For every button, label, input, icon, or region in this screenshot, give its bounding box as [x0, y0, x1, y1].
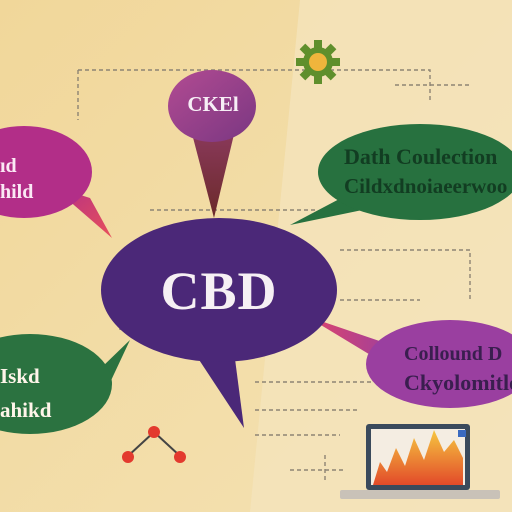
left-bottom-bubble-label-line2: ahikd — [0, 398, 52, 422]
left-top-bubble — [0, 126, 92, 218]
right-bottom-bubble-label-line1: Collound D — [404, 343, 503, 365]
right-bottom-bubble-label-line2: Ckyolomitle — [404, 370, 512, 395]
left-top-bubble-label-line1: ıd — [0, 155, 17, 177]
laptop-chart-icon — [340, 424, 500, 499]
molecule-icon — [122, 426, 186, 463]
left-top-bubble-label-line2: hild — [0, 181, 34, 203]
right-top-bubble-label-line2: Cildxdnoiaeerwoo — [344, 174, 508, 198]
right-top-bubble — [318, 124, 512, 220]
right-top-bubble-label-line1: Dath Coulection — [344, 144, 498, 169]
top-bubble-tail — [190, 126, 236, 218]
left-bottom-bubble — [0, 334, 112, 434]
left-bottom-bubble-label-line1: Iskd — [0, 364, 40, 388]
right-bottom-bubble — [366, 320, 512, 408]
top-bubble-label: CKEl — [187, 92, 239, 116]
center-bubble-label: CBD — [160, 261, 278, 321]
center-bubble — [101, 218, 337, 362]
gear-icon — [296, 40, 340, 84]
top-bubble — [168, 70, 256, 142]
